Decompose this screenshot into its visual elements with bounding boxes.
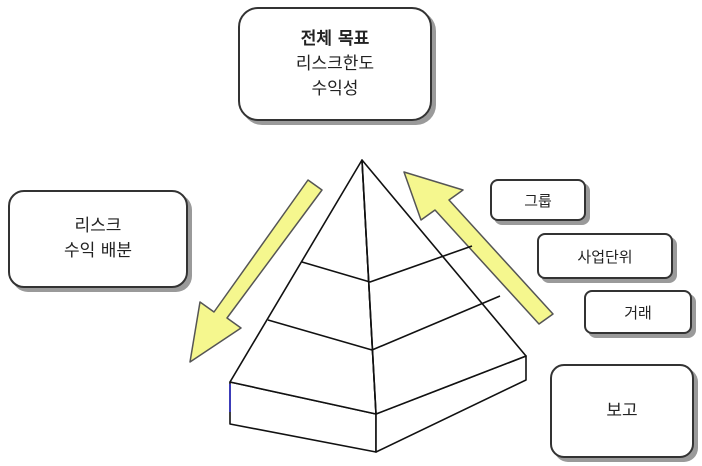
goal-risk-limit: 리스크한도 xyxy=(295,53,375,74)
allocation-box: 리스크 수익 배분 xyxy=(8,190,188,288)
down-arrow xyxy=(189,179,323,363)
pyramid xyxy=(229,159,527,453)
report-box: 보고 xyxy=(550,364,694,458)
business-unit-label: 사업단위 xyxy=(577,247,633,266)
tier-line-upper xyxy=(301,245,473,283)
transaction-label: 거래 xyxy=(624,303,652,322)
business-unit-box: 사업단위 xyxy=(537,233,673,279)
transaction-box: 거래 xyxy=(584,290,692,334)
allocation-line-1: 리스크 xyxy=(74,216,122,236)
goal-title: 전체 목표 xyxy=(300,28,370,49)
pyramid-front-edge xyxy=(361,159,377,415)
report-label: 보고 xyxy=(606,400,638,421)
up-arrow xyxy=(403,171,554,325)
group-level-box: 그룹 xyxy=(490,179,586,221)
goal-profitability: 수익성 xyxy=(311,78,359,99)
overall-goal-box: 전체 목표 리스크한도 수익성 xyxy=(238,7,432,121)
group-label: 그룹 xyxy=(524,191,552,210)
allocation-line-2: 수익 배분 xyxy=(64,241,132,261)
